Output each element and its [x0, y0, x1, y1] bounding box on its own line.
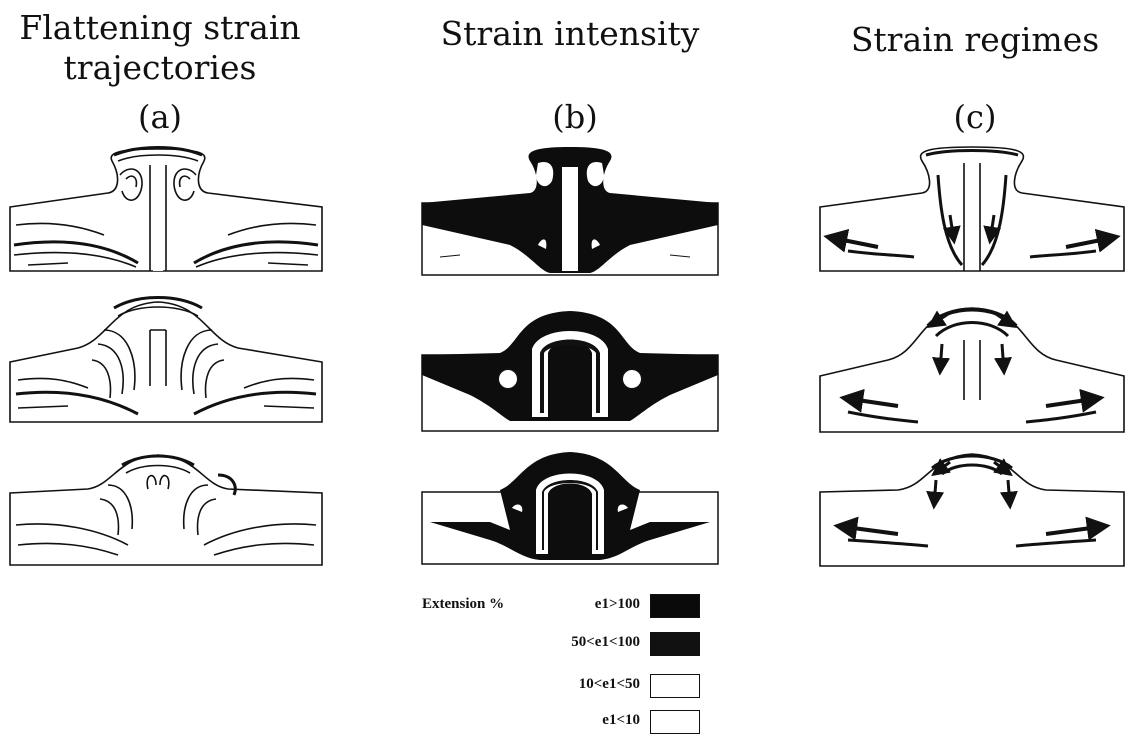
column-c-title: Strain regimes: [825, 20, 1125, 60]
panel-c-row3: [818, 450, 1128, 570]
legend-label-1: e1>100: [536, 596, 640, 613]
panel-b-row3: [420, 450, 720, 570]
column-c-letter: (c): [925, 98, 1025, 136]
column-a-title: Flattening strain trajectories: [10, 8, 310, 88]
legend-swatch-4: [650, 710, 700, 734]
column-b-title-line1: Strain intensity: [420, 14, 720, 54]
column-c-title-line1: Strain regimes: [825, 20, 1125, 60]
column-b-letter: (b): [525, 98, 625, 136]
legend-swatch-2: [650, 632, 700, 656]
column-a-title-line1: Flattening strain: [10, 8, 310, 48]
panel-b-row2: [420, 305, 720, 435]
legend-swatch-3: [650, 674, 700, 698]
panel-a-row2: [8, 290, 324, 425]
column-b-title: Strain intensity: [420, 14, 720, 54]
column-a-title-line2: trajectories: [10, 48, 310, 88]
legend-swatch-1: [650, 594, 700, 618]
legend: Extension % e1>100 50<e1<100 10<e1<50 e1…: [418, 592, 718, 737]
panel-a-row3: [8, 445, 324, 570]
panel-a-row1: [8, 145, 324, 275]
column-a-letter: (a): [110, 98, 210, 136]
legend-label-2: 50<e1<100: [536, 634, 640, 651]
legend-label-3: 10<e1<50: [536, 676, 640, 693]
panel-c-row1: [818, 145, 1128, 275]
panel-c-row2: [818, 300, 1128, 435]
legend-heading: Extension %: [422, 596, 504, 613]
panel-b-row1: [420, 145, 720, 280]
legend-label-4: e1<10: [536, 712, 640, 729]
